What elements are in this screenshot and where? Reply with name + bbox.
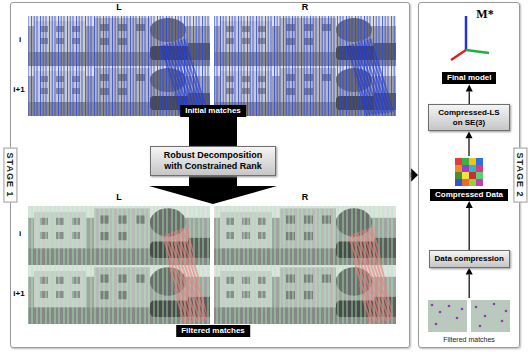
arrow-head — [149, 186, 277, 204]
flow-arrow — [466, 268, 473, 298]
view-label: R — [302, 3, 309, 13]
arrow-shaft — [189, 176, 237, 186]
result-tag: Final model — [442, 72, 496, 84]
image-group: Initial matches — [24, 14, 402, 117]
arrow-shaft — [189, 117, 237, 146]
process-box: Compressed-LS on SE(3) — [428, 104, 510, 131]
flow-arrow — [466, 201, 473, 250]
result-label: Final model — [447, 73, 491, 83]
frame-label: i — [19, 230, 21, 239]
arrow-head — [466, 201, 473, 208]
arrow-head — [466, 268, 473, 275]
model-symbol: M* — [476, 8, 493, 21]
view-label: L — [116, 193, 122, 203]
image-group: Filtered matches — [24, 204, 402, 337]
arrow-head — [466, 131, 473, 138]
caption-tag: Compressed Data — [430, 189, 508, 201]
stage-label: STAGE 1 — [3, 148, 17, 203]
box-label: Compressed-LS on SE(3) — [434, 108, 504, 127]
frame-label: i+1 — [13, 86, 24, 95]
flow-arrow — [213, 117, 214, 146]
arrow-shaft — [469, 208, 470, 250]
process-box: Data compression — [429, 250, 510, 268]
stage-label: STAGE 2 — [513, 148, 527, 203]
stage-panel: STAGE 2Filtered matchesData compressionC… — [418, 2, 520, 348]
box-label: Data compression — [435, 254, 504, 264]
thumbnail-caption: Filtered matches — [443, 336, 495, 344]
thumbnail-group: Filtered matches — [426, 298, 512, 344]
view-label: L — [116, 3, 122, 13]
arrow-shaft — [468, 138, 469, 156]
arrow-head — [466, 84, 473, 91]
stage-panel: STAGE 1Initial matchesRobust Decompositi… — [10, 2, 410, 348]
flow-arrow — [466, 84, 473, 104]
arrow-head — [411, 168, 418, 182]
arrow-shaft — [469, 275, 470, 298]
flow-arrow — [149, 176, 277, 204]
flow-arrow — [410, 168, 418, 182]
data-group: Compressed Data — [427, 156, 511, 201]
flow-arrow — [466, 131, 473, 156]
arrow-shaft — [469, 91, 470, 104]
process-box: Robust Decomposition with Constrained Ra… — [150, 146, 276, 176]
frame-label: i+1 — [13, 290, 24, 299]
box-label: Robust Decomposition with Constrained Ra… — [156, 150, 270, 172]
caption-tag: Filtered matches — [176, 325, 250, 337]
frame-label: i — [19, 36, 21, 45]
caption-tag: Initial matches — [180, 105, 246, 117]
view-label: R — [302, 193, 309, 203]
